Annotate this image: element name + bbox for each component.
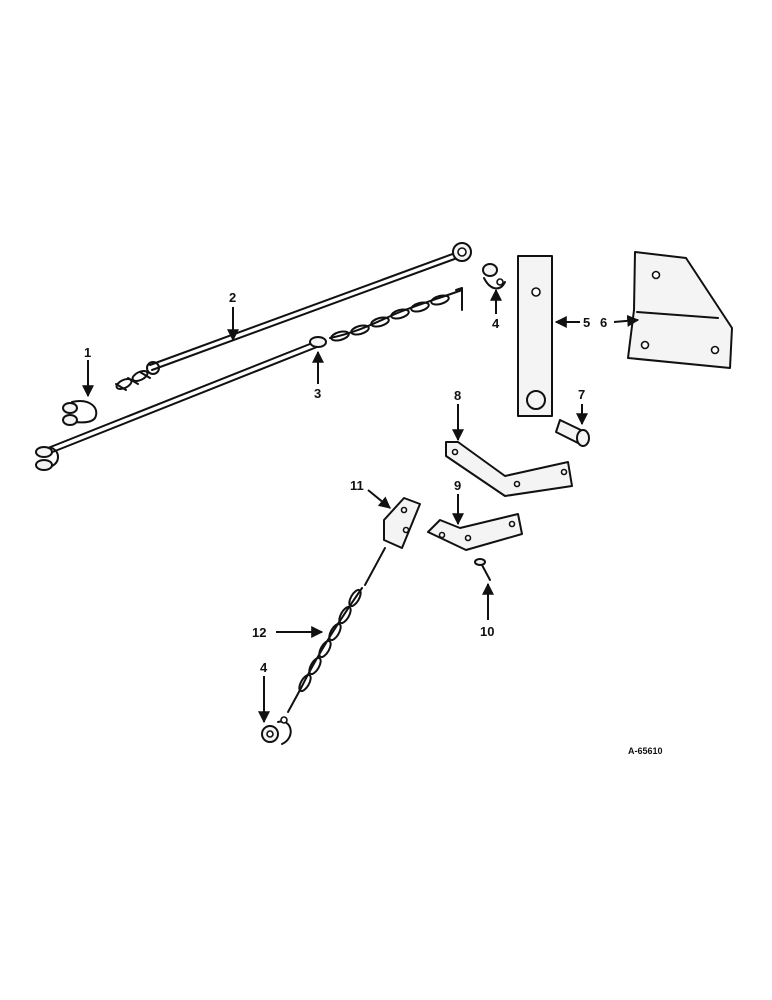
part-12-chain bbox=[287, 547, 386, 713]
part-8-bracket bbox=[445, 441, 573, 497]
callout-5: 5 bbox=[583, 315, 590, 330]
callout-11: 11 bbox=[350, 478, 364, 493]
callout-8: 8 bbox=[454, 388, 461, 403]
callout-6: 6 bbox=[600, 315, 607, 330]
callout-7: 7 bbox=[578, 387, 585, 402]
callout-leaders bbox=[82, 288, 640, 724]
part-3-stay-rod-chain bbox=[35, 287, 463, 471]
callout-12: 12 bbox=[252, 625, 266, 640]
part-2-stay-rod bbox=[115, 242, 472, 391]
callout-9: 9 bbox=[454, 478, 461, 493]
part-10-pin bbox=[474, 558, 491, 581]
reference-code: A-65610 bbox=[628, 746, 663, 756]
part-6-plate bbox=[627, 251, 733, 369]
callout-4: 4 bbox=[492, 316, 500, 331]
callout-1: 1 bbox=[84, 345, 91, 360]
part-5-flat-bar bbox=[517, 255, 553, 417]
part-11-clamp bbox=[383, 497, 421, 549]
part-4-clevis-lower bbox=[261, 716, 292, 745]
callout-3: 3 bbox=[314, 386, 321, 401]
callout-10: 10 bbox=[480, 624, 494, 639]
part-4-clevis-upper bbox=[482, 263, 506, 290]
part-9-bracket bbox=[427, 513, 523, 551]
callout-4-lower: 4 bbox=[260, 660, 268, 675]
part-7-bolt bbox=[555, 419, 590, 447]
part-1-clevis bbox=[62, 400, 98, 426]
callout-2: 2 bbox=[229, 290, 236, 305]
